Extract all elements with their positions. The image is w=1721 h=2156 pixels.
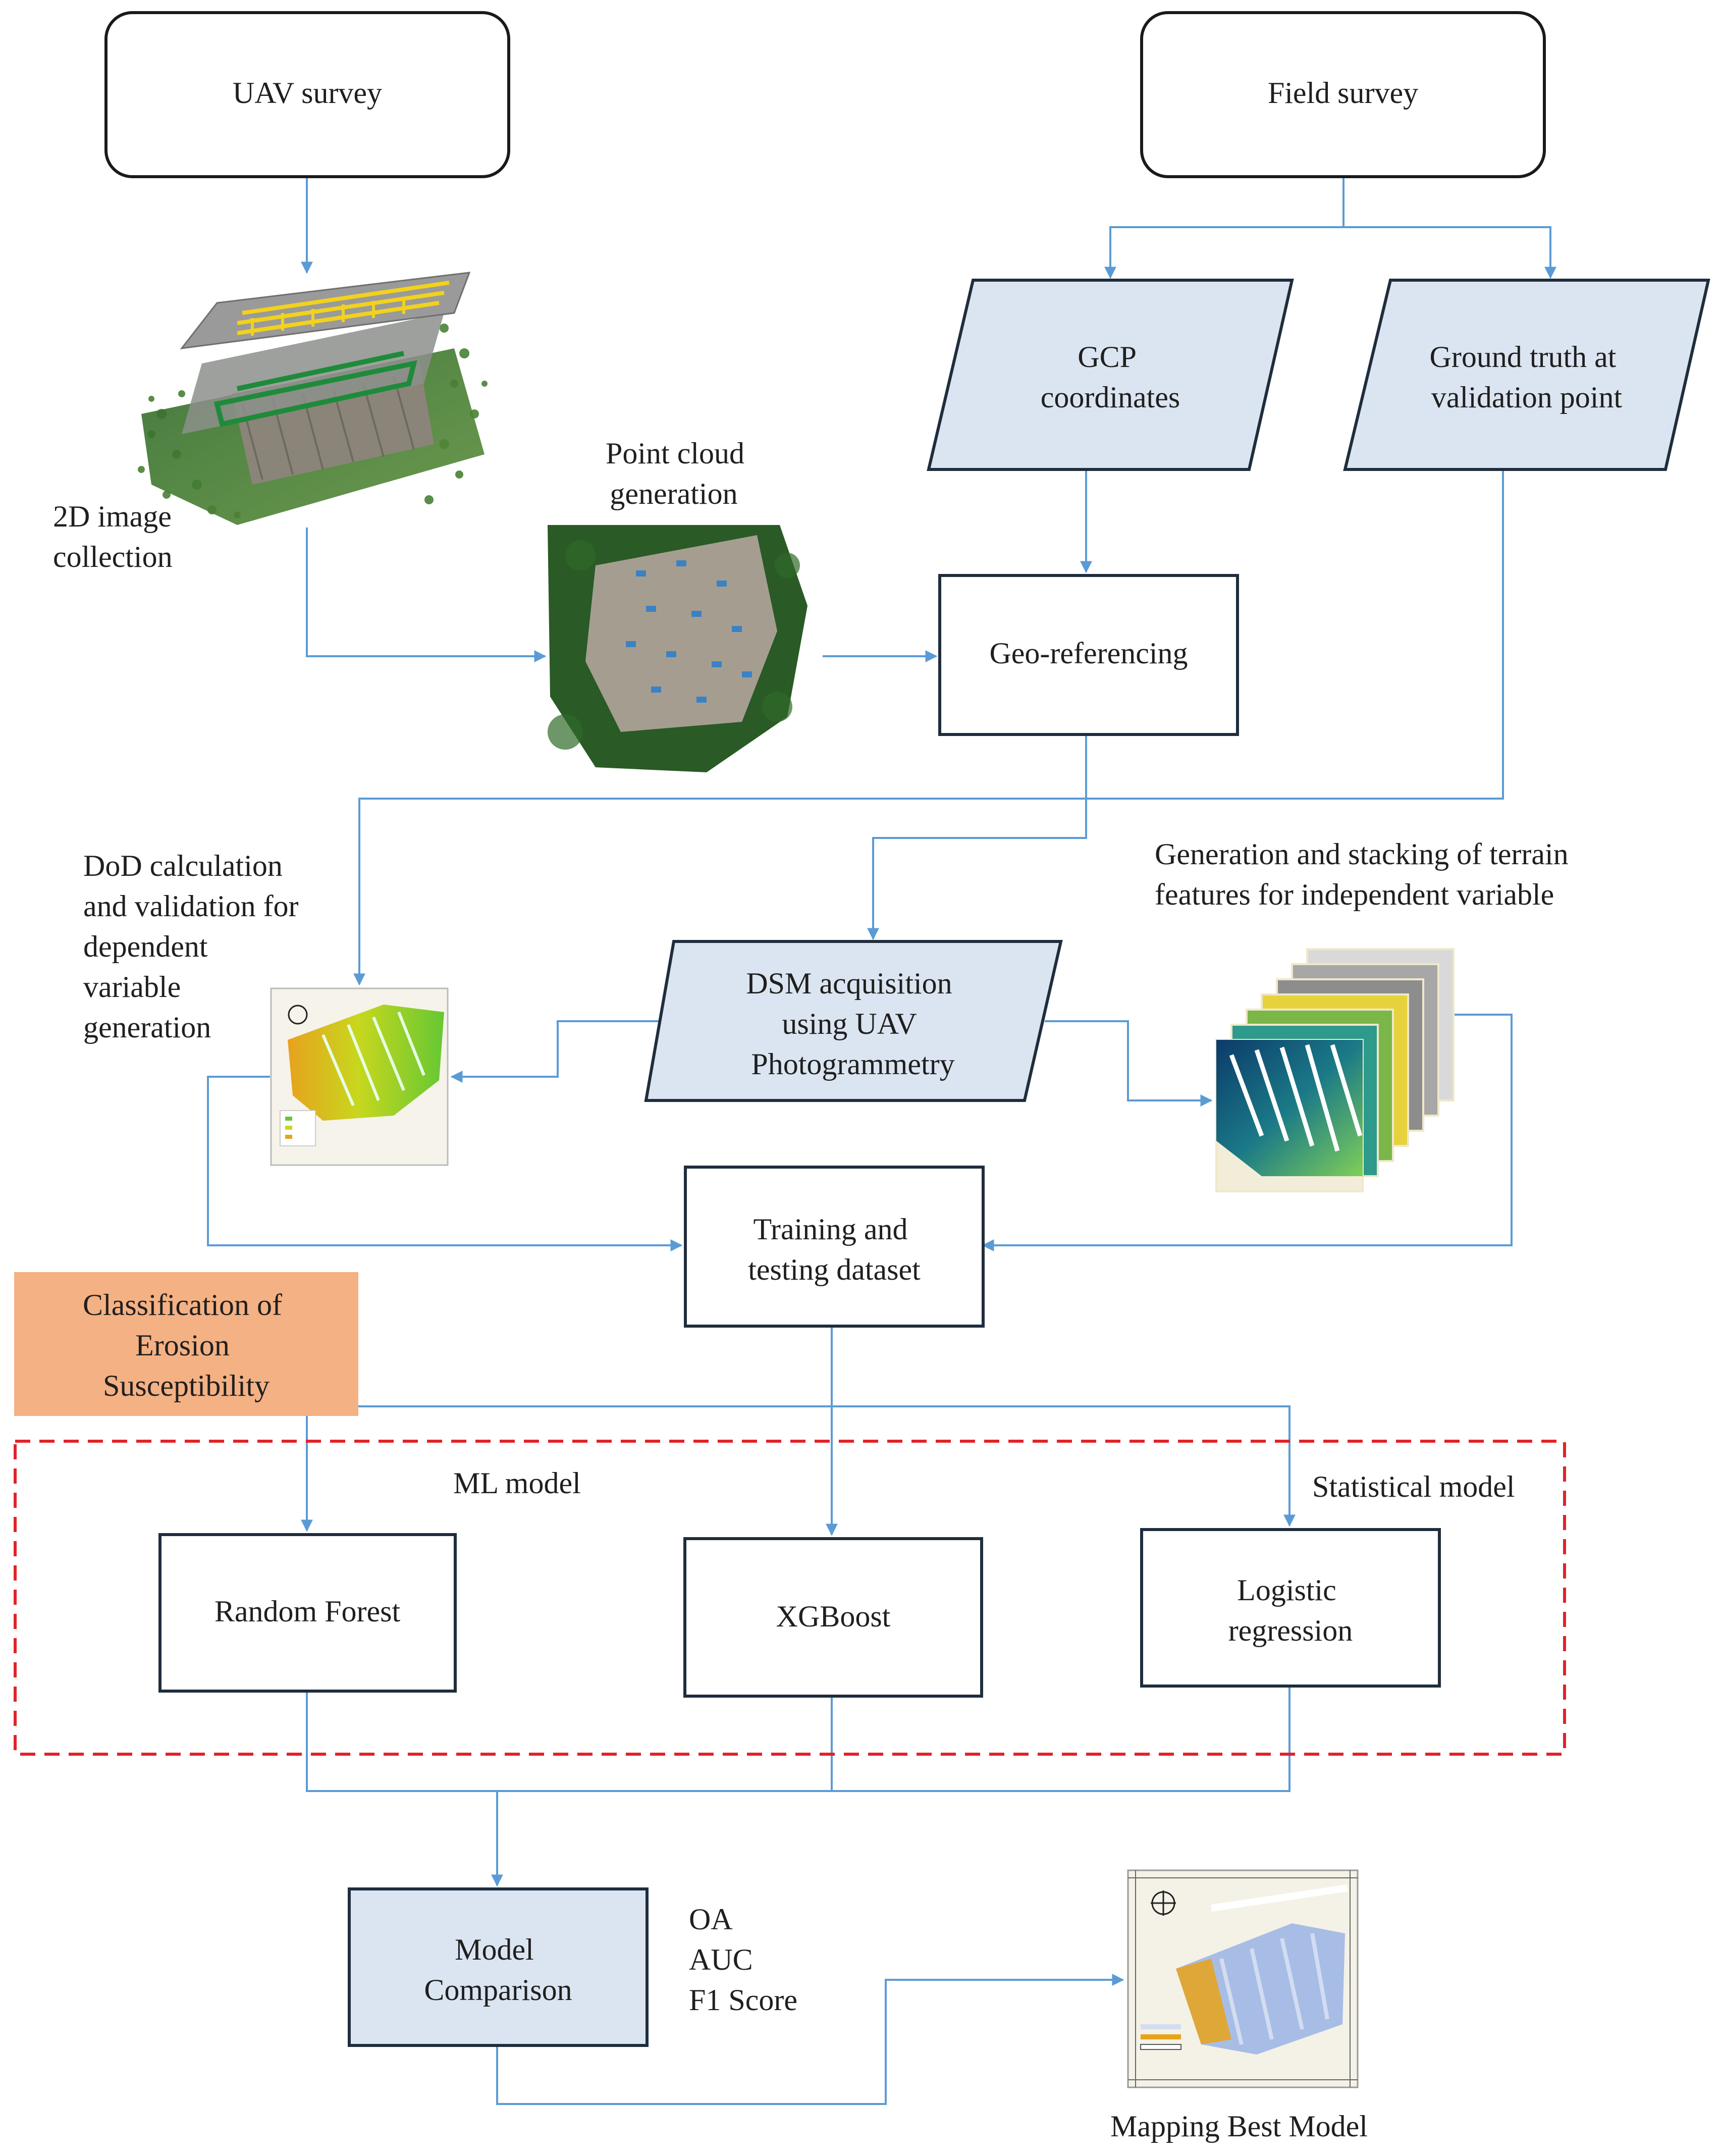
svg-text:Model Comparison: Model Comparison xyxy=(424,1933,572,2007)
ground-truth-node: Ground truth at validation point xyxy=(1343,279,1710,471)
ground-truth-label-2: validation point xyxy=(1431,381,1623,414)
arrow-class-to-lr xyxy=(358,1405,1296,1527)
arrow-dsm-to-dod xyxy=(450,1020,664,1083)
svg-text:OA AUC F1 Score: OA AUC F1 Score xyxy=(689,1903,797,2017)
gcp-node: GCP coordinates xyxy=(927,279,1294,471)
training-label-2: testing dataset xyxy=(748,1253,921,1286)
terrain-label-1: Generation and stacking of terrain xyxy=(1155,837,1569,871)
svg-text:Point cloud generation: Point cloud generation xyxy=(606,437,752,510)
dod-label-2: and validation for xyxy=(83,889,299,923)
dod-label-4: variable xyxy=(83,970,181,1004)
svg-text:DSM acquisition using UA: DSM acquisition using UAV Photogrammetry xyxy=(746,967,959,1081)
point-cloud-image xyxy=(548,525,808,772)
logistic-label-1: Logistic xyxy=(1237,1573,1336,1607)
logistic-label-2: regression xyxy=(1228,1614,1353,1647)
random-forest-label: Random Forest xyxy=(214,1595,401,1628)
xgboost-label: XGBoost xyxy=(776,1600,891,1633)
ground-truth-label-1: Ground truth at xyxy=(1430,340,1617,374)
dod-map-image xyxy=(270,987,449,1166)
arrow-models-merge xyxy=(306,1686,1290,1792)
classification-node: Classification of Erosion Susceptibility xyxy=(14,1272,358,1416)
uav-flight-plan-image xyxy=(138,272,488,525)
metric-oa: OA xyxy=(689,1903,732,1936)
logistic-regression-node: Logistic regression xyxy=(1140,1528,1441,1688)
svg-text:2D image collection: 2D image collection xyxy=(53,500,179,573)
arrow-images-to-pointcloud xyxy=(306,528,547,662)
svg-text:DoD calculation and valida: DoD calculation and validation for depen… xyxy=(83,849,306,1044)
dod-label-1: DoD calculation xyxy=(83,849,283,882)
arrow-comparison-to-best xyxy=(496,1974,1124,2105)
training-label-1: Training and xyxy=(753,1213,907,1246)
arrow-dsm-to-terrain xyxy=(1045,1020,1213,1107)
random-forest-node: Random Forest xyxy=(158,1533,457,1693)
dod-label-5: generation xyxy=(83,1011,211,1044)
svg-text:GCP coordinates: GCP coordinates xyxy=(1041,340,1180,414)
arrow-field-split xyxy=(1104,177,1344,279)
classification-label-3: Susceptibility xyxy=(103,1369,270,1402)
uav-survey-node: UAV survey xyxy=(104,11,510,178)
terrain-label-2: features for independent variable xyxy=(1155,878,1554,911)
arrow-truth-to-dod xyxy=(353,469,1504,986)
svg-text:Training and testing dat: Training and testing dataset xyxy=(748,1213,921,1286)
classification-label-1: Classification of xyxy=(83,1288,282,1322)
field-survey-node: Field survey xyxy=(1140,11,1546,178)
dsm-node: DSM acquisition using UAV Photogrammetry xyxy=(644,940,1063,1102)
metric-auc: AUC xyxy=(689,1943,753,1976)
best-model-map-image xyxy=(1127,1869,1359,2088)
terrain-stack-image xyxy=(1215,948,1455,1192)
dod-label-3: dependent xyxy=(83,930,208,963)
field-survey-label: Field survey xyxy=(1268,76,1418,110)
svg-text:Ground truth at validati: Ground truth at validation point xyxy=(1430,340,1624,414)
arrow-terrain-to-training xyxy=(982,1014,1513,1251)
model-comparison-node: Model Comparison xyxy=(348,1887,649,2047)
dsm-label-3: Photogrammetry xyxy=(751,1047,954,1081)
dsm-label-2: using UAV xyxy=(782,1007,917,1040)
comparison-label-2: Comparison xyxy=(424,1973,572,2007)
arrow-geo-to-dsm xyxy=(867,734,1087,940)
point-cloud-label-1: Point cloud xyxy=(606,437,744,470)
statistical-model-label: Statistical model xyxy=(1312,1470,1515,1503)
image-collection-label-1: 2D image xyxy=(53,500,172,533)
classification-label-2: Erosion xyxy=(135,1329,230,1362)
point-cloud-label-2: generation xyxy=(610,477,737,510)
gcp-label-2: coordinates xyxy=(1041,381,1180,414)
training-dataset-node: Training and testing dataset xyxy=(684,1166,985,1328)
model-group-boundary xyxy=(14,1440,1566,1756)
connectors xyxy=(207,177,1556,2105)
ml-model-label: ML model xyxy=(453,1466,581,1500)
arrow-field-to-truth xyxy=(1343,226,1556,279)
gcp-label-1: GCP xyxy=(1078,340,1136,374)
georeferencing-label: Geo-referencing xyxy=(989,637,1188,670)
best-model-label: Mapping Best Model xyxy=(1110,2110,1368,2143)
svg-text:Classification of Erosio: Classification of Erosion Susceptibility xyxy=(83,1288,290,1402)
arrow-dod-to-training xyxy=(207,1076,683,1251)
dsm-label-1: DSM acquisition xyxy=(746,967,952,1000)
image-collection-label-2: collection xyxy=(53,540,173,573)
comparison-label-1: Model xyxy=(455,1933,534,1966)
svg-text:Generation and stacking of ter: Generation and stacking of terrain featu… xyxy=(1155,837,1576,911)
svg-text:Logistic regression: Logistic regression xyxy=(1228,1573,1353,1647)
georeferencing-node: Geo-referencing xyxy=(938,574,1239,736)
xgboost-node: XGBoost xyxy=(683,1537,983,1698)
metric-f1: F1 Score xyxy=(689,1983,797,2017)
uav-survey-label: UAV survey xyxy=(233,76,382,110)
